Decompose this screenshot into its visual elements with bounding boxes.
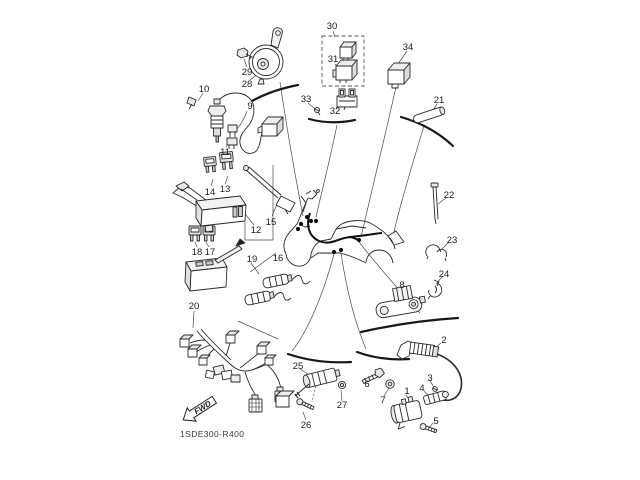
part-number-label-6: 6 [364, 379, 369, 390]
part-number-label-7: 7 [380, 395, 385, 406]
part-number-label-25: 25 [293, 361, 304, 372]
part-number-label-18: 18 [192, 247, 203, 258]
part-number-label-1: 1 [404, 386, 409, 397]
scooter-location-dots [295, 214, 362, 255]
part-8-switch-assembly [375, 285, 426, 319]
part-number-label-17: 17 [205, 247, 216, 258]
part-29-horn-bolt [236, 47, 255, 60]
part-number-label-20: 20 [189, 301, 200, 312]
part-number-label-31: 31 [328, 54, 339, 65]
part-number-label-33: 33 [301, 94, 312, 105]
part-number-label-16: 16 [273, 253, 284, 264]
part-number-label-23: 23 [447, 235, 458, 246]
part-21-tube [413, 106, 446, 124]
part-number-label-29: 29 [242, 67, 253, 78]
part-18-fuse [188, 225, 202, 242]
part-30-relay-box [321, 35, 365, 87]
part-number-label-10: 10 [199, 84, 210, 95]
part-number-label-27: 27 [337, 400, 348, 411]
part-16-fuse-box-lower [184, 238, 246, 292]
part-number-label-8: 8 [399, 280, 404, 291]
part-19-sensors [244, 273, 311, 306]
part-number-label-2: 2 [441, 335, 446, 346]
part-9-spark-plug [207, 92, 284, 154]
part-number-label-32: 32 [330, 106, 341, 117]
leader-lines [192, 30, 450, 429]
part-2-spark-plug-cap [396, 340, 463, 402]
group-bracket-arcs [250, 83, 460, 364]
part-number-label-14: 14 [205, 187, 216, 198]
part-14-fuse [203, 156, 217, 173]
part-7-washer [385, 379, 395, 389]
main-wire-harness-route [307, 212, 383, 244]
part-number-label-13: 13 [220, 184, 231, 195]
part-33-screw [313, 106, 321, 116]
part-number-label-11: 11 [220, 147, 230, 158]
part-26-bolt [296, 398, 315, 411]
callout-labels: 1234567891011121314151617181920212223242… [189, 21, 458, 431]
part-6-bolt [361, 367, 385, 384]
part-11-clip [226, 124, 238, 149]
part-number-label-30: 30 [327, 21, 338, 32]
part-32-relay-bracket [336, 88, 358, 111]
part-1-ignition-coil [390, 395, 423, 430]
part-number-label-5: 5 [433, 416, 438, 427]
part-34-relay [387, 62, 411, 89]
part-23-clamp [425, 244, 448, 262]
part-number-label-21: 21 [434, 95, 445, 106]
part-25-starter-relay [275, 367, 341, 408]
part-13-fuse [219, 151, 234, 170]
part-5-bolt [419, 423, 438, 434]
part-code: 1SDE300-R400 [180, 429, 244, 439]
part-28-horn [248, 27, 284, 85]
part-number-label-34: 34 [403, 42, 414, 53]
part-3-screw [432, 386, 438, 392]
part-number-label-19: 19 [247, 254, 258, 265]
part-number-label-9: 9 [247, 101, 252, 112]
part-15-sensor-wire [243, 165, 296, 215]
part-31-relays [332, 41, 358, 83]
part-number-label-12: 12 [251, 225, 262, 236]
part-number-label-26: 26 [301, 420, 312, 431]
part-20-wire-harness [179, 328, 287, 413]
part-number-label-22: 22 [444, 190, 455, 201]
part-24-clamp [427, 279, 443, 300]
part-12-fuse-box-upper [172, 181, 247, 233]
part-number-label-4: 4 [419, 383, 424, 394]
part-22-band [430, 182, 439, 225]
scooter-outline [283, 189, 405, 267]
part-10-plug-terminal [186, 96, 197, 110]
part-number-label-3: 3 [427, 373, 432, 384]
part-27-nut [337, 380, 347, 390]
fwd-arrow: FWD [182, 395, 218, 422]
part-number-label-24: 24 [439, 269, 450, 280]
part-number-label-28: 28 [242, 79, 253, 90]
part-4-wire-joint [423, 390, 449, 405]
part-number-label-15: 15 [266, 217, 277, 228]
